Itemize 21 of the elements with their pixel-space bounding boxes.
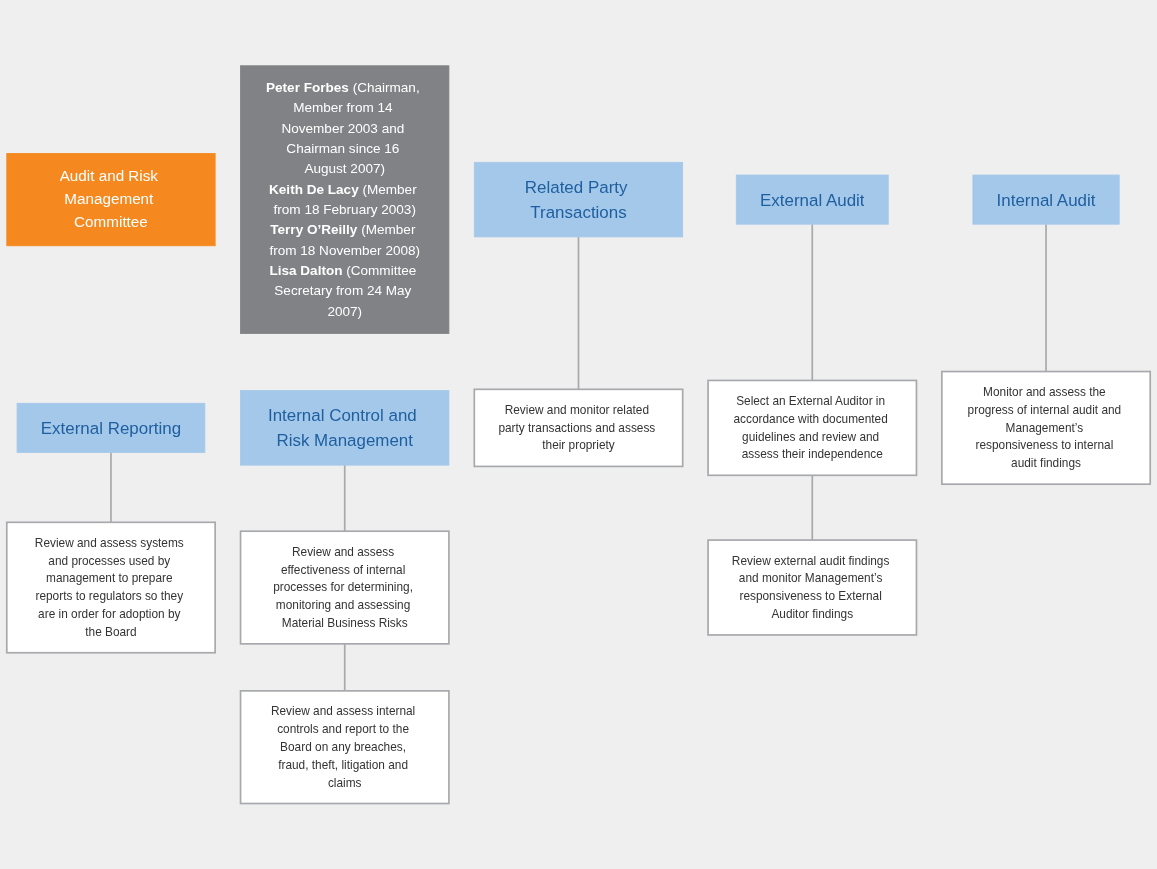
connector [577,235,580,391]
connector [1045,223,1047,373]
node-box: Review and assess internal controls and report to the Board on any breaches, fraud, theft, litigation and claims [239,689,450,805]
node-box: Internal Audit [972,174,1120,225]
node-box: Peter Forbes (Chairman, Member from 14 November 2003 and Chairman since 16 August 2007) Keith De Lacy (Member from 18 February 2003) Terry O’Reilly (Member from 18 November 2008) Lisa Dalton (Committee Secretary from 24 May 2007) [240,65,450,334]
node-box: Related Party Transactions [473,161,684,238]
node-box: Review and assess systems and processes used by management to prepare reports to regulators so they are in order for adoption by the Board [5,521,216,654]
node-box: Review and assess effectiveness of internal processes for determining, monitoring and assessing Material Business Risks [239,530,450,645]
node-box: Internal Control and Risk Management [240,390,450,466]
node-box: Monitor and assess the progress of internal audit and Management’s responsiveness to internal audit findings [941,370,1152,485]
connector [343,464,346,532]
node-box: Select an External Auditor in accordance with documented guidelines and review and assess their independence [707,379,918,476]
node-box: External Audit [735,174,889,225]
node-box: Review external audit findings and monitor Management’s responsiveness to External Auditor findings [707,539,918,636]
connector [110,451,112,523]
node-box: External Reporting [16,402,206,453]
connector [811,474,814,541]
connector [343,642,346,692]
node-box: Audit and Risk Management Committee [6,152,216,247]
node-box: Review and monitor related party transactions and assess their propriety [473,388,684,468]
connector [811,223,814,382]
